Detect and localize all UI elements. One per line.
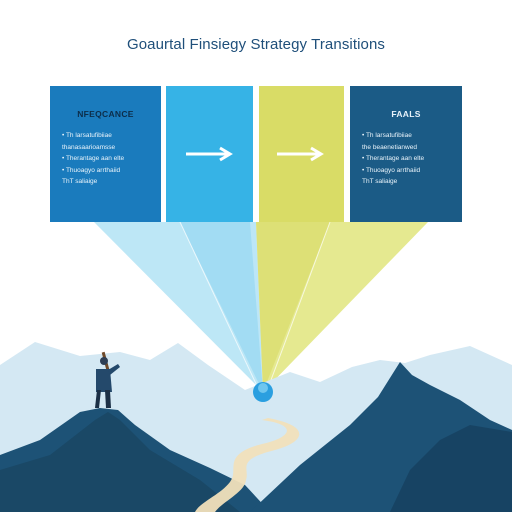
bullet-item: • Thuoagyo arrthaiid — [362, 166, 421, 174]
bullet-item: ThT saliaige — [362, 178, 398, 185]
arrow-right-icon — [186, 146, 233, 162]
panel-right-bullets: • Th larsatufibiiae the beaenetianwed • … — [362, 130, 424, 188]
bullet-item: • Therantage aan elte — [362, 155, 425, 162]
winding-path — [195, 418, 300, 512]
mountains-front — [0, 362, 512, 512]
bullet-item: ThT saliaige — [62, 178, 98, 185]
bullet-item: • Th larsatufibiiae — [62, 132, 112, 139]
panel-left-stage: NFEQCANCE • Th larsatufibiiae thanasaari… — [50, 86, 161, 222]
bullet-item: • Thuoagyo arrthaiid — [62, 166, 121, 174]
panel-left-bullets: • Th larsatufibiiae thanasaarioamsse • T… — [62, 130, 124, 188]
page-title: Goaurtal Finsiegy Strategy Transitions — [126, 36, 386, 53]
hiker-figure — [95, 351, 120, 408]
panel-transition-1 — [166, 86, 253, 222]
panel-right-heading: FAALS — [391, 109, 421, 119]
panel-transition-2 — [259, 86, 344, 222]
light-beams — [94, 221, 428, 392]
bullet-item: • Th larsatufibiiae — [362, 132, 412, 139]
bullet-item: thanasaarioamsse — [62, 143, 116, 151]
panel-right-stage: FAALS • Th larsatufibiiae the beaenetian… — [350, 86, 462, 222]
bullet-item: • Therantage aan elte — [62, 155, 125, 162]
panel-left-heading: NFEQCANCE — [77, 109, 134, 119]
bullet-item: the beaenetianwed — [362, 143, 417, 151]
arrow-right-icon — [277, 146, 324, 162]
